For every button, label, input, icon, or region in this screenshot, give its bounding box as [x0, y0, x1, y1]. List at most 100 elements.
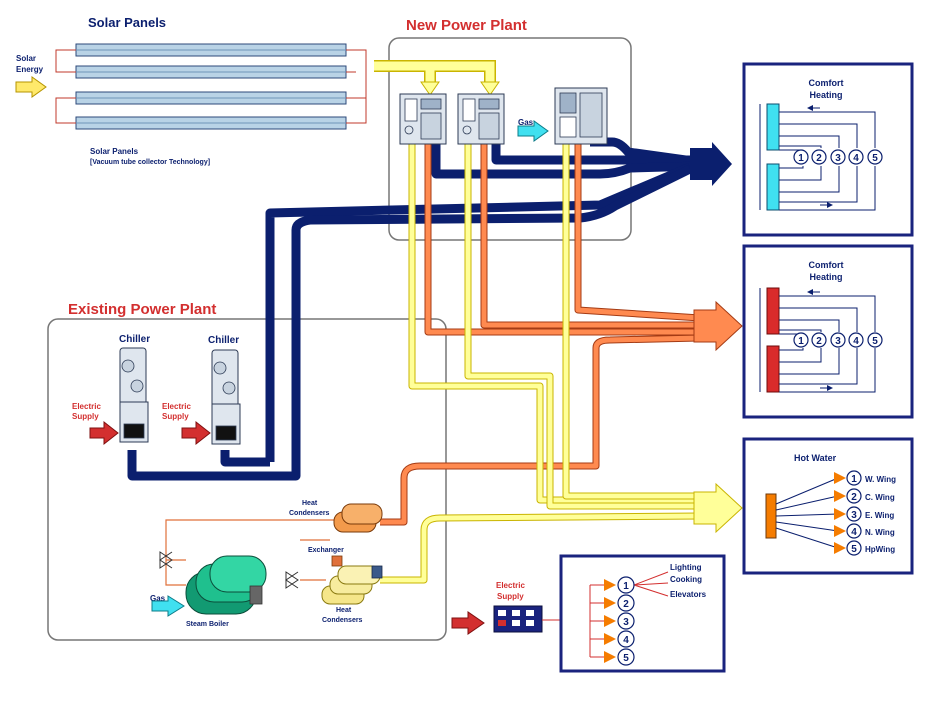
- steam-boiler-label: Steam Boiler: [186, 621, 229, 628]
- steam-boiler: [185, 555, 267, 615]
- electric-supply-arrow-icon: [451, 611, 485, 635]
- heat-condensers-bottom-label-2: Condensers: [322, 617, 363, 624]
- heating-coil-1: [766, 287, 780, 335]
- solar-energy-arrow-icon: [15, 76, 47, 98]
- wing-1-icon: [846, 470, 862, 486]
- heating-arrow-icon: [693, 300, 743, 352]
- heating-coil-2: [766, 345, 780, 393]
- zone-5-label: 5: [872, 153, 878, 164]
- comfort-panel-1-distribution: [759, 103, 876, 211]
- existing-plant-frame: [47, 318, 447, 641]
- wing-4-arrow-icon: [834, 525, 846, 537]
- cooking-label: Cooking: [670, 575, 702, 584]
- output-5-icon: [617, 648, 635, 666]
- wing-1-arrow-icon: [834, 472, 846, 484]
- electric-panel: [559, 554, 726, 673]
- zone-4-icon: [848, 149, 864, 165]
- comfort-panel-2-title-1: Comfort: [809, 260, 844, 270]
- output-4-label: 4: [623, 635, 629, 646]
- new-plant-frame: [388, 37, 632, 241]
- heat-zone-5-icon: [867, 332, 883, 348]
- wing-5-label: HpWing: [865, 545, 895, 554]
- chilled-water-pipes: [127, 137, 701, 481]
- comfort-panel-1-title-2: Heating: [809, 90, 842, 100]
- output-3-label: 3: [623, 617, 629, 628]
- solar-energy-label-1: Solar: [16, 54, 36, 63]
- electric-supply-label-1: Electric: [496, 581, 525, 590]
- elevators-label: Elevators: [670, 590, 707, 599]
- wing-3-icon: [846, 506, 862, 522]
- cooling-coil-1: [766, 103, 780, 151]
- electric-supply-label-2: Supply: [497, 592, 524, 601]
- solar-technology-caption: [Vacuum tube collector Technology]: [90, 159, 210, 166]
- hot-water-pipes: [380, 142, 701, 584]
- gas-arrow-icon: [517, 120, 549, 142]
- heat-zone-2-label: 2: [816, 336, 822, 347]
- boiler-gas-label: Gas: [150, 594, 166, 603]
- exchanger-label: Exchanger: [308, 547, 344, 554]
- zone-1-icon: [793, 149, 809, 165]
- electric-supply-1-label-1: Electric: [72, 402, 101, 411]
- wing-2-icon: [846, 488, 862, 504]
- wing-3-arrow-icon: [834, 508, 846, 520]
- existing-plant-title: Existing Power Plant: [68, 301, 216, 318]
- wing-5-icon: [846, 540, 862, 556]
- heat-condensers-top-label-1: Heat: [302, 500, 318, 507]
- zone-2-label: 2: [816, 153, 822, 164]
- absorption-chiller-1: [399, 93, 447, 145]
- comfort-panel-2-distribution: [759, 287, 876, 393]
- solar-circuit-loop: [55, 49, 367, 124]
- heat-zone-2-icon: [811, 332, 827, 348]
- heat-condensers-bottom-label-1: Heat: [336, 607, 352, 614]
- wing-3-number: 3: [851, 510, 857, 521]
- output-2-label: 2: [623, 599, 629, 610]
- output-1-arrow-icon: [604, 579, 616, 591]
- electric-outputs: 1 2 3 4 5: [604, 576, 635, 666]
- electric-supply-2-label-2: Supply: [162, 412, 189, 421]
- output-4-icon: [617, 630, 635, 648]
- zone-3-label: 3: [835, 153, 841, 164]
- zone-3-icon: [830, 149, 846, 165]
- solar-caption: Solar Panels: [90, 147, 139, 156]
- hot-water-distribution: [775, 477, 839, 549]
- heat-zone-3-label: 3: [835, 336, 841, 347]
- solar-panel-array: [55, 43, 367, 130]
- electric-distribution: [589, 571, 669, 658]
- heat-condensers-bottom: [321, 565, 383, 605]
- chilled-water-arrow-icon: [690, 142, 732, 186]
- heat-condensers-top-label-2: Condensers: [289, 510, 330, 517]
- valve-assembly-icon: [159, 551, 299, 589]
- output-2-arrow-icon: [604, 597, 616, 609]
- electric-supply-2-label-1: Electric: [162, 402, 191, 411]
- condensate-loop: [165, 519, 340, 586]
- output-5-arrow-icon: [604, 651, 616, 663]
- wing-5-number: 5: [851, 544, 857, 555]
- electric-panel-icon: [493, 605, 543, 633]
- solar-panels-title: Solar Panels: [88, 15, 166, 30]
- electric-supply-2-arrow-icon: [181, 420, 211, 446]
- heating-pipes: [380, 142, 701, 526]
- output-2-icon: [617, 594, 635, 612]
- wing-5-arrow-icon: [834, 542, 846, 554]
- electric-chiller-2: [211, 349, 241, 445]
- wing-4-label: N. Wing: [865, 528, 895, 537]
- new-plant-title: New Power Plant: [406, 17, 527, 34]
- wing-2-number: 2: [851, 492, 857, 503]
- wing-4-number: 4: [851, 527, 857, 538]
- hot-water-arrow-icon: [693, 482, 743, 534]
- output-1-label: 1: [623, 581, 629, 592]
- zone-2-icon: [811, 149, 827, 165]
- hot-water-title: Hot Water: [794, 453, 837, 463]
- output-5-label: 5: [623, 653, 629, 664]
- heat-zone-5-label: 5: [872, 336, 878, 347]
- comfort-panel-1-title-1: Comfort: [809, 78, 844, 88]
- comfort-panel-1-zones: 1 2 3 4 5: [793, 149, 883, 165]
- heat-zone-1-label: 1: [798, 336, 804, 347]
- output-3-icon: [617, 612, 635, 630]
- chiller-2-label: Chiller: [208, 335, 239, 346]
- wing-2-arrow-icon: [834, 490, 846, 502]
- wing-1-number: 1: [851, 474, 857, 485]
- heat-zone-1-icon: [793, 332, 809, 348]
- output-1-icon: [617, 576, 635, 594]
